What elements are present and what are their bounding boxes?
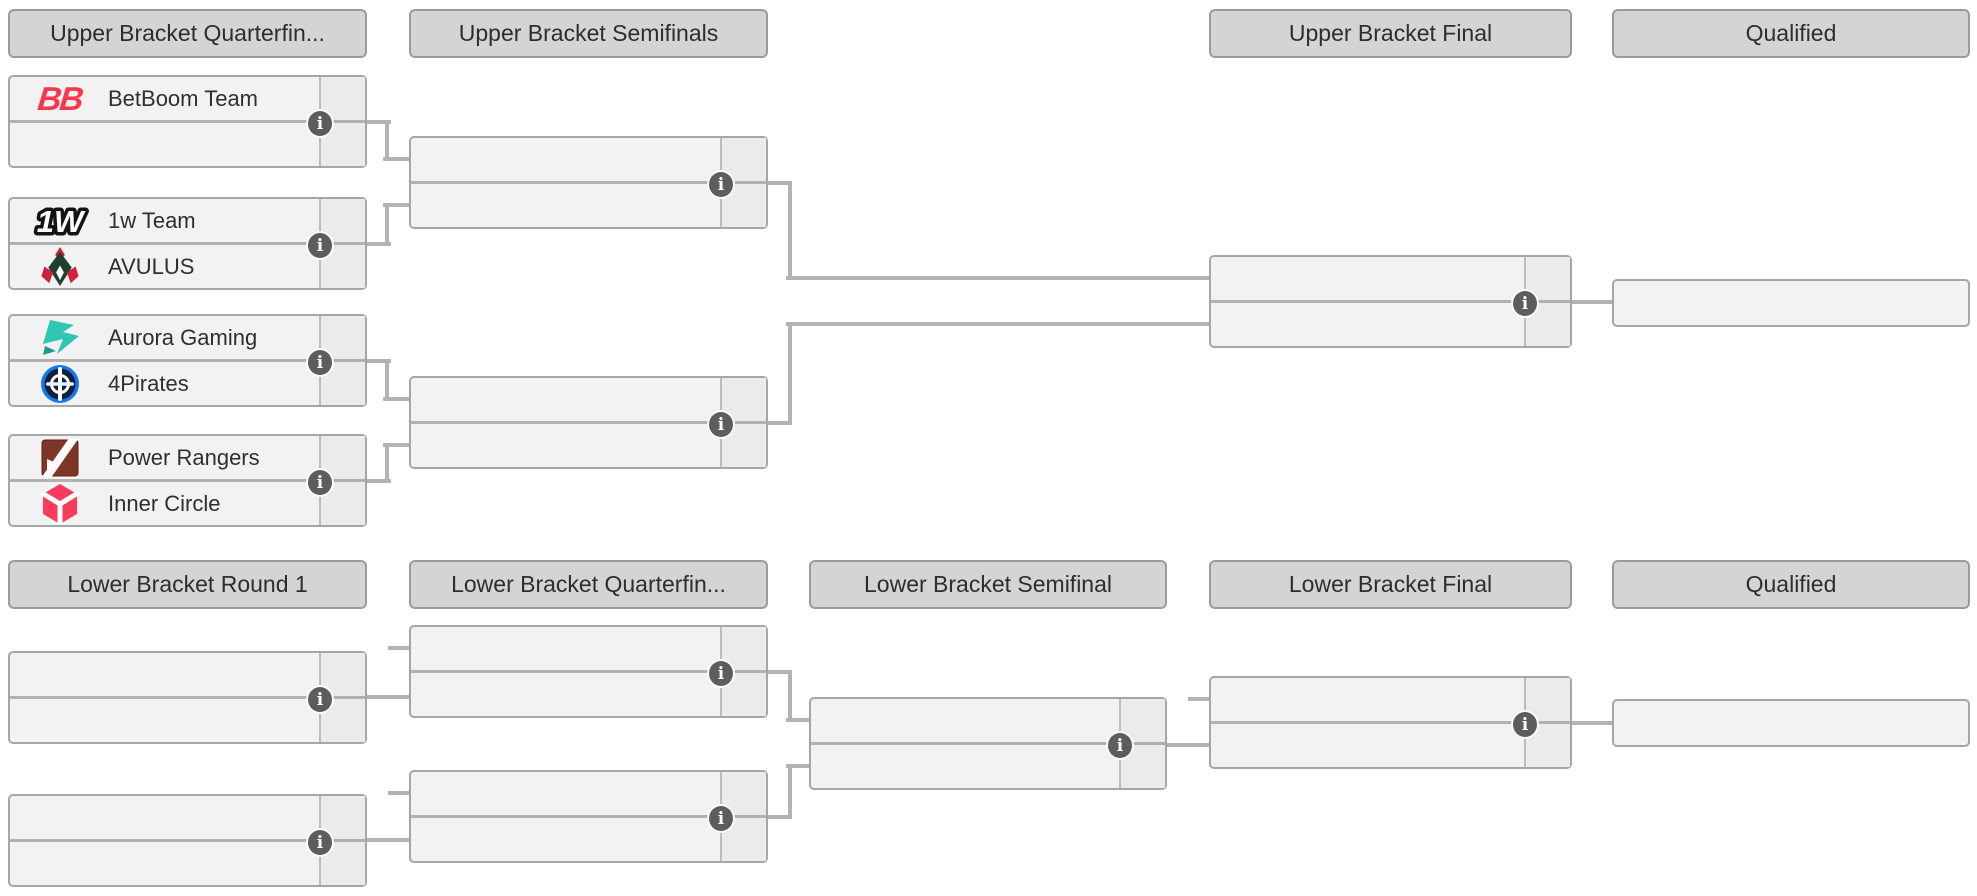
connector: [385, 120, 389, 161]
match-ub-qf-2: 1W 1w Team AVULUS: [8, 197, 367, 290]
match-ub-final: i: [1209, 255, 1572, 348]
aurora-gaming-logo: [24, 316, 96, 359]
connector-stub: [388, 646, 411, 650]
header-upper-bracket-semifinals: Upper Bracket Semifinals: [409, 9, 768, 58]
match-lb-r1-2: i: [8, 794, 367, 887]
connector: [1570, 300, 1614, 304]
1w-team-logo: 1W: [24, 199, 96, 243]
team-slot-aurora-gaming[interactable]: Aurora Gaming: [10, 316, 365, 359]
match-lb-r1-1: i: [8, 651, 367, 744]
avulus-logo: [24, 245, 96, 288]
power-rangers-logo: [24, 436, 96, 479]
connector: [365, 479, 391, 483]
team-name: Aurora Gaming: [108, 324, 258, 350]
connector: [788, 764, 792, 819]
inner-circle-logo: [24, 482, 96, 525]
header-lower-qualified: Qualified: [1612, 560, 1970, 609]
match-ub-sf-1: i: [409, 136, 768, 229]
team-name: Inner Circle: [108, 490, 221, 516]
info-icon[interactable]: i: [709, 661, 733, 686]
header-lower-bracket-round1: Lower Bracket Round 1: [8, 560, 367, 609]
info-icon[interactable]: i: [308, 350, 332, 375]
team-slot-avulus[interactable]: AVULUS: [10, 242, 365, 288]
info-icon[interactable]: i: [709, 172, 733, 197]
team-slot-inner-circle[interactable]: Inner Circle: [10, 479, 365, 525]
info-icon[interactable]: i: [1513, 291, 1537, 316]
connector: [365, 120, 391, 124]
team-slot-power-rangers[interactable]: Power Rangers: [10, 436, 365, 479]
team-slot-4pirates[interactable]: 4Pirates: [10, 359, 365, 405]
connector: [1165, 743, 1211, 747]
info-icon[interactable]: i: [1513, 712, 1537, 737]
team-name: 4Pirates: [108, 370, 189, 396]
match-lb-final: i: [1209, 676, 1572, 769]
connector: [385, 359, 389, 401]
connector: [766, 421, 792, 425]
team-name: Power Rangers: [108, 444, 260, 470]
header-lower-bracket-semifinal: Lower Bracket Semifinal: [809, 560, 1167, 609]
info-icon[interactable]: i: [1108, 733, 1132, 758]
match-ub-qf-1: BB BetBoom Team i: [8, 75, 367, 168]
connector: [786, 764, 811, 768]
header-upper-bracket-final: Upper Bracket Final: [1209, 9, 1572, 58]
header-upper-qualified: Qualified: [1612, 9, 1970, 58]
header-upper-bracket-quarterfinals: Upper Bracket Quarterfin...: [8, 9, 367, 58]
connector: [383, 397, 411, 401]
team-name: AVULUS: [108, 253, 195, 279]
match-lb-qf-2: i: [409, 770, 768, 863]
score-cell: [319, 245, 365, 288]
header-lower-bracket-final: Lower Bracket Final: [1209, 560, 1572, 609]
header-lower-bracket-quarterfinals: Lower Bracket Quarterfin...: [409, 560, 768, 609]
connector: [365, 359, 391, 363]
connector: [766, 670, 792, 674]
info-icon[interactable]: i: [308, 111, 332, 136]
match-ub-qf-3: Aurora Gaming 4Pirates i: [8, 314, 367, 407]
connector: [1570, 721, 1614, 725]
connector: [383, 203, 411, 207]
connector: [788, 181, 792, 280]
match-ub-qf-4: Power Rangers Inner Circle: [8, 434, 367, 527]
connector: [383, 157, 411, 161]
team-slot-empty: [10, 120, 365, 166]
team-slot-1w-team[interactable]: 1W 1w Team: [10, 199, 365, 242]
betboom-logo: BB: [36, 80, 84, 117]
connector-stub: [1188, 697, 1211, 701]
connector: [383, 443, 411, 447]
team-name: BetBoom Team: [108, 85, 259, 111]
svg-text:1W: 1W: [37, 204, 86, 239]
match-ub-sf-2: i: [409, 376, 768, 469]
connector: [385, 443, 389, 483]
team-name: 1w Team: [108, 207, 196, 233]
info-icon[interactable]: i: [709, 806, 733, 831]
info-icon[interactable]: i: [308, 687, 332, 712]
connector: [788, 670, 792, 722]
connector-stub: [388, 791, 411, 795]
connector: [788, 322, 792, 425]
match-lb-sf: i: [809, 697, 1167, 790]
connector: [365, 838, 411, 842]
connector: [766, 815, 792, 819]
qualified-slot-lower: [1612, 699, 1970, 747]
connector: [385, 203, 389, 246]
connector: [365, 242, 391, 246]
info-icon[interactable]: i: [709, 412, 733, 437]
info-icon[interactable]: i: [308, 470, 332, 495]
4pirates-logo: [24, 362, 96, 405]
qualified-slot-upper: [1612, 279, 1970, 327]
connector: [766, 181, 792, 185]
connector: [786, 322, 1211, 326]
info-icon[interactable]: i: [308, 830, 332, 855]
connector: [786, 718, 811, 722]
connector: [365, 695, 411, 699]
connector: [786, 276, 1211, 280]
info-icon[interactable]: i: [308, 233, 332, 258]
match-lb-qf-1: i: [409, 625, 768, 718]
